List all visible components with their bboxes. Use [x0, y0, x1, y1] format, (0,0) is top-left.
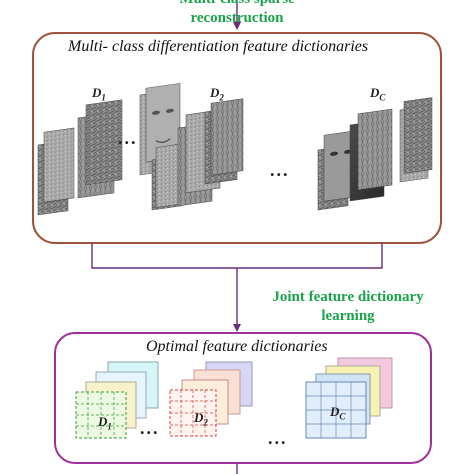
panel-top-dict-sub-c: C [379, 92, 386, 103]
panel-top-dict-sub-2: 2 [219, 92, 224, 103]
panel-bottom-dict-sub-2: 2 [203, 417, 208, 428]
panel-bottom-ellipsis-1: ... [140, 418, 160, 438]
dictionary-group-c [317, 97, 433, 211]
panel-bottom-dict-label-2: D2 [194, 410, 208, 428]
panel-top-dict-label-c: DC [370, 85, 385, 103]
dict1-image-2 [43, 127, 75, 203]
panel-top-group-ellipsis: ... [270, 160, 290, 180]
optimal-stack-1-grid [76, 392, 126, 438]
dict1-image-4 [85, 99, 123, 186]
panel-top-dict-label-2: D2 [210, 85, 224, 103]
panel-top-dict-label-1: D1 [92, 85, 106, 103]
stage-label-joint-line1: Joint feature dictionary [272, 289, 424, 305]
panel-top-border [32, 32, 442, 244]
dictionary-group-1 [37, 83, 181, 216]
connector-bracket [91, 243, 383, 269]
panel-top-title: Multi- class differentiation feature dic… [68, 38, 369, 55]
panel-bottom-dict-letter-c: D [330, 404, 340, 419]
panel-top-dict-letter-c: D [370, 85, 380, 100]
panel-top-dict-letter-2: D [210, 85, 220, 100]
stage-label-sparse-reconstruction: Multi-class sparse reconstruction [0, 0, 474, 28]
optimal-stack-c [305, 357, 393, 439]
dict2-image-6 [210, 98, 244, 176]
panel-bottom-dict-letter-1: D [98, 414, 108, 429]
panel-top-dict-letter-1: D [92, 85, 102, 100]
panel-bottom-dict-sub-c: C [339, 411, 346, 422]
panel-bottom-border [54, 332, 432, 464]
stage-label-joint-line2: learning [321, 308, 375, 324]
stage-label-sparse-line2: reconstruction [190, 10, 284, 26]
dictc-face-eye-left [330, 151, 338, 156]
panel-top-ellipsis-1: ... [118, 128, 138, 148]
optimal-stack-c-grid [306, 382, 366, 438]
stage-label-joint-learning: Joint feature dictionary learning [228, 288, 468, 326]
stage-label-sparse-line1: Multi-class sparse [0, 0, 474, 9]
panel-bottom-dict-label-c: DC [330, 404, 345, 422]
dict1-face-mouth [155, 138, 171, 144]
panel-bottom-dict-sub-1: 1 [107, 421, 112, 432]
panel-top-dict-sub-1: 1 [101, 92, 106, 103]
dictc-image-5 [403, 97, 433, 174]
top-arrow-head [233, 22, 241, 30]
dict1-face-eye-left [152, 110, 160, 115]
panel-bottom-dict-letter-2: D [194, 410, 204, 425]
dict1-face-eye-right [166, 108, 174, 113]
dictc-image-3 [357, 108, 393, 191]
optimal-stack-2-grid [170, 390, 216, 436]
panel-bottom-title: Optimal feature dictionaries [146, 338, 328, 355]
panel-bottom-group-ellipsis: ... [268, 428, 288, 448]
middle-arrow-head [233, 324, 241, 332]
dictionary-group-2 [151, 98, 244, 211]
panel-bottom-dict-label-1: D1 [98, 414, 112, 432]
